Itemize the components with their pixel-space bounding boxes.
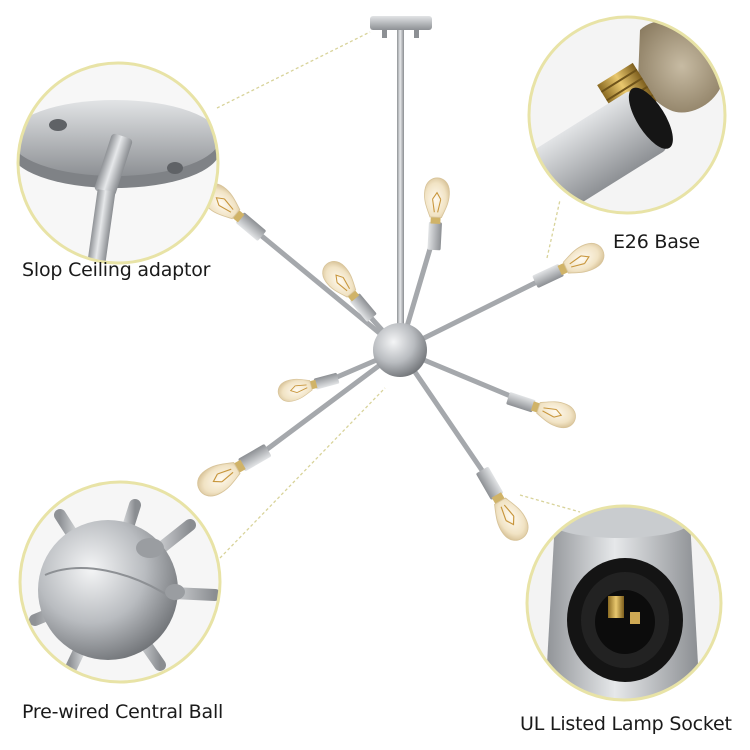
leader-lines [216, 31, 581, 559]
chandelier [192, 16, 609, 546]
ceiling-adaptor-label: Slop Ceiling adaptor [22, 259, 211, 281]
detail-ceiling-adaptor [16, 61, 220, 265]
e26-base-label: E26 Base [613, 231, 700, 253]
canopy [370, 16, 432, 38]
central-ball-label: Pre-wired Central Ball [22, 701, 224, 723]
downrod [397, 30, 404, 335]
central-ball [373, 323, 427, 377]
detail-e26-base [527, 15, 727, 215]
lamp-socket-label: UL Listed Lamp Socket [520, 713, 732, 735]
detail-central-ball [18, 480, 222, 684]
detail-lamp-socket [525, 504, 723, 702]
